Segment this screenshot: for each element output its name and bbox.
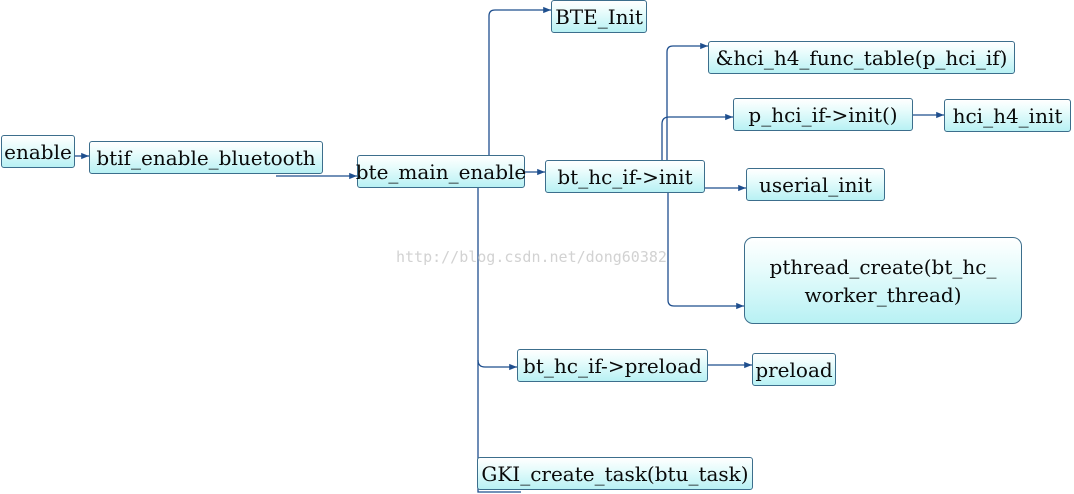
connector-hc-init-to-p-hci-init (661, 113, 733, 160)
node-bt-hc-if-init: bt_hc_if->init (545, 160, 705, 193)
node-p-hci-if-init: p_hci_if->init() (733, 98, 913, 131)
watermark-text: http://blog.csdn.net/dong60382 (396, 248, 667, 266)
node-userial-init: userial_init (746, 168, 885, 201)
node-btif-enable-bluetooth: btif_enable_bluetooth (89, 141, 323, 174)
connector-bte-main-to-gki-task (477, 360, 521, 493)
connector-hc-init-to-func-table (666, 42, 708, 160)
connector-bte-main-to-bte-init (488, 6, 551, 155)
node-preload: preload (752, 353, 836, 386)
connector-bte-main-to-preload (477, 188, 517, 371)
node-hci-h4-func-table: &hci_h4_func_table(p_hci_if) (708, 41, 1015, 74)
node-bte-main-enable: bte_main_enable (356, 155, 526, 188)
node-pthread-create: pthread_create(bt_hc_ worker_thread) (744, 237, 1022, 324)
node-enable: enable (1, 135, 75, 168)
node-hci-h4-init: hci_h4_init (944, 99, 1071, 132)
node-bte-init: BTE_Init (551, 0, 647, 33)
connector-hc-init-to-pthread (667, 192, 744, 310)
node-bt-hc-if-preload: bt_hc_if->preload (517, 349, 708, 382)
node-gki-create-task: GKI_create_task(btu_task) (477, 457, 753, 490)
